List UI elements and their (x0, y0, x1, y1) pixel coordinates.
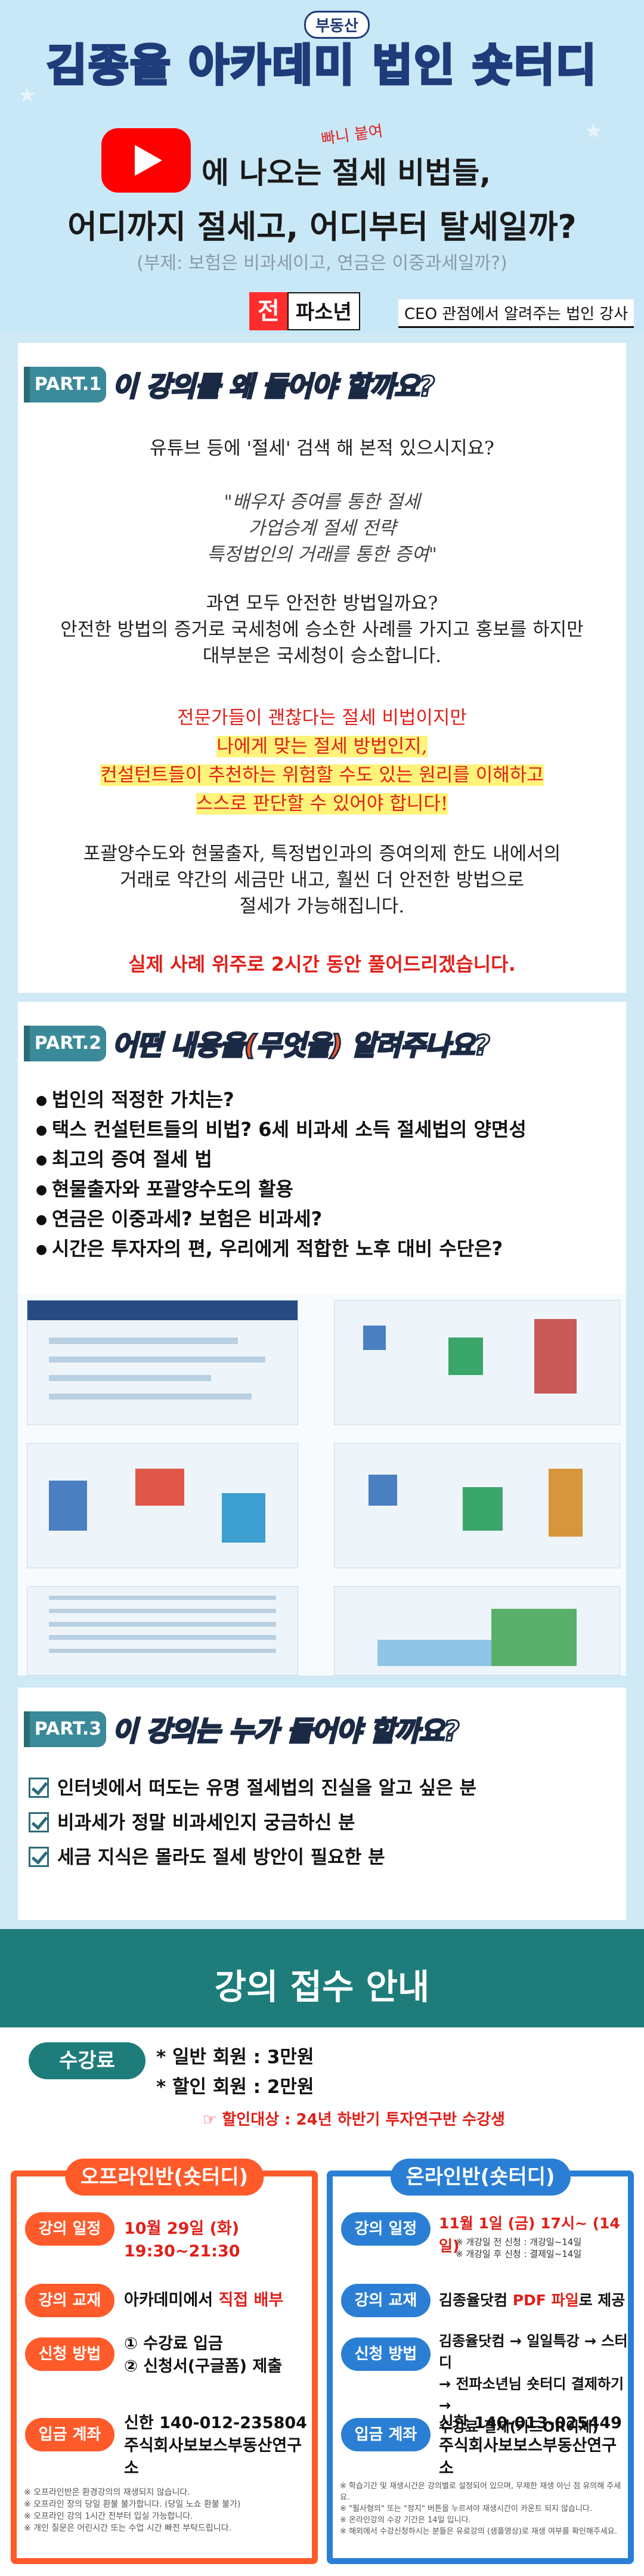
instructor-badge-red: 전 (249, 292, 288, 330)
offline-material-value: 아카데미에서 직접 배부 (124, 2291, 284, 2309)
logo-shortudy: 숏터디 (471, 39, 598, 92)
check-item: 인터넷에서 떠도는 유명 절세법의 진실을 알고 싶은 분 (29, 1771, 476, 1806)
fee-label: 수강료 (29, 2042, 145, 2079)
online-schedule-label: 강의 일정 (341, 2212, 431, 2246)
checkbox-icon (29, 1847, 49, 1867)
check-item: 비과세가 정말 비과세인지 궁금하신 분 (29, 1806, 476, 1840)
signup-header (0, 1929, 644, 2027)
online-method-label: 신청 방법 (341, 2337, 431, 2371)
part3-tag: PART.3 (24, 1711, 106, 1747)
online-schedule-value: 11월 1일 (금) 17시~ (14일) (439, 2215, 620, 2255)
list-item: 법인의 적정한 가치는? (36, 1085, 527, 1115)
diagram-image (334, 1300, 620, 1425)
diagram-image (27, 1443, 298, 1568)
part1-tag: PART.1 (24, 367, 106, 402)
headline-line1: 에 나오는 절세 비법들, (202, 156, 491, 190)
part1-intro: 유튜브 등에 '절세' 검색 해 본적 있으시지요? (150, 438, 494, 459)
signup-title: 강의 접수 안내 (214, 1967, 430, 2007)
part3-title: 이 강의는 누가 들어야 할까요? (111, 1714, 460, 1748)
diagram-image (334, 1443, 620, 1568)
offline-material-label: 강의 교재 (25, 2284, 114, 2317)
offline-notes: ※ 오프라인반은 환경강의의 재생되지 않습니다.※ 오프라인 장의 당일 환불… (24, 2488, 241, 2533)
online-account-label: 입금 계좌 (341, 2418, 431, 2451)
online-notes: ※ 학습기간 및 재생시간은 강의별로 설정되어 있으며, 무제한 재생 아닌 … (340, 2482, 621, 2536)
list-item: 최고의 증여 절세 법 (36, 1145, 527, 1175)
hero-section: ★ ★ 부동산 김종율 아카데미 법인 숏터디 빠니 붙여 에 나오는 절세 비… (0, 0, 644, 334)
part1-emphasis: 실제 사례 위주로 2시간 동안 풀어드리겠습니다. (128, 953, 516, 976)
offline-schedule-label: 강의 일정 (25, 2212, 114, 2246)
watermark: ★ (18, 83, 36, 107)
online-tag: 온라인반(숏터디) (390, 2159, 571, 2196)
logo-academy: 김종율 아카데미 (45, 39, 356, 92)
list-item: 연금은 이중과세? 보험은 비과세? (36, 1205, 527, 1234)
checkbox-icon (29, 1812, 49, 1832)
online-method-value: 김종율닷컴 → 일일특강 → 스터디→ 전파소년님 숏터디 결제하기 →수강료 … (439, 2333, 628, 2435)
headline-line2: 어디까지 절세고, 어디부터 탈세일까? (67, 208, 577, 246)
online-schedule-notes: ※ 개강일 전 신청 : 개강일~14일※ 개강일 후 신청 : 결제일~14일 (456, 2237, 582, 2259)
offline-account-label: 입금 계좌 (25, 2418, 114, 2451)
checkbox-icon (29, 1778, 49, 1798)
online-material-value: 김종율닷컴 PDF 파일로 제공 (439, 2292, 626, 2309)
category-pill: 부동산 (304, 11, 370, 39)
list-item: 현물출자와 포괄양수도의 활용 (36, 1175, 527, 1205)
fee-list: * 일반 회원 : 3만원 * 할인 회원 : 2만원 (156, 2046, 314, 2098)
part1-title: 이 강의를 왜 들어야 할까요? (111, 370, 435, 404)
slide-image (27, 1300, 298, 1425)
check-item: 세금 지식은 몰라도 절세 방안이 필요한 분 (29, 1840, 476, 1875)
list-item: 택스 컨설턴트들의 비법? 6세 비과세 소득 절세법의 양면성 (36, 1115, 527, 1145)
academy-logo: 김종율 아카데미 법인 숏터디 (0, 30, 644, 94)
handwritten-note: 빠니 붙여 (320, 122, 384, 149)
part3-panel (18, 1688, 626, 1920)
part2-list: 법인의 적정한 가치는? 택스 컨설턴트들의 비법? 6세 비과세 소득 절세법… (36, 1085, 527, 1264)
offline-tag: 오프라인반(숏터디) (64, 2159, 264, 2196)
part3-list: 인터넷에서 떠도는 유명 절세법의 진실을 알고 싶은 분 비과세가 정말 비과… (29, 1771, 476, 1875)
list-item: 시간은 투자자의 편, 우리에게 적합한 노후 대비 수단은? (36, 1234, 527, 1264)
offline-method-label: 신청 방법 (25, 2337, 114, 2371)
logo-corp: 법인 (371, 39, 456, 92)
headline-subtitle: (부제: 보험은 비과세이고, 연금은 이중과세일까?) (137, 253, 507, 274)
youtube-icon (101, 128, 191, 193)
offline-card: 오프라인반(숏터디) 강의 일정 10월 29일 (화) 19:30~21:30… (11, 2159, 318, 2564)
instructor-tagline: CEO 관점에서 알려주는 법인 강사 (398, 299, 634, 328)
table-image (27, 1586, 298, 1676)
part1-panel (18, 343, 626, 993)
part1-warning: 전문가들이 괜찮다는 절세 비법이지만 나에게 맞는 절세 방법인지, 컨설턴트… (100, 707, 544, 815)
graph-image (334, 1586, 620, 1676)
instructor-badge-name: 파소년 (287, 292, 360, 330)
offline-schedule-value: 10월 29일 (화) 19:30~21:30 (124, 2219, 240, 2261)
part2-tag: PART.2 (24, 1026, 106, 1061)
watermark: ★ (584, 119, 603, 143)
online-material-label: 강의 교재 (341, 2284, 431, 2317)
part2-title: 어떤 내용을(무엇을) 알려주나요? (112, 1029, 491, 1063)
part1-question: 과연 모두 안전한 방법일까요?안전한 방법의 증거로 국세청에 승소한 사례를… (60, 593, 584, 667)
discount-note: ☞ 할인대상 : 24년 하반기 투자연구반 수강생 (203, 2111, 505, 2129)
online-card: 온라인반(숏터디) 강의 일정 11월 1일 (금) 17시~ (14일) ※ … (327, 2159, 634, 2564)
